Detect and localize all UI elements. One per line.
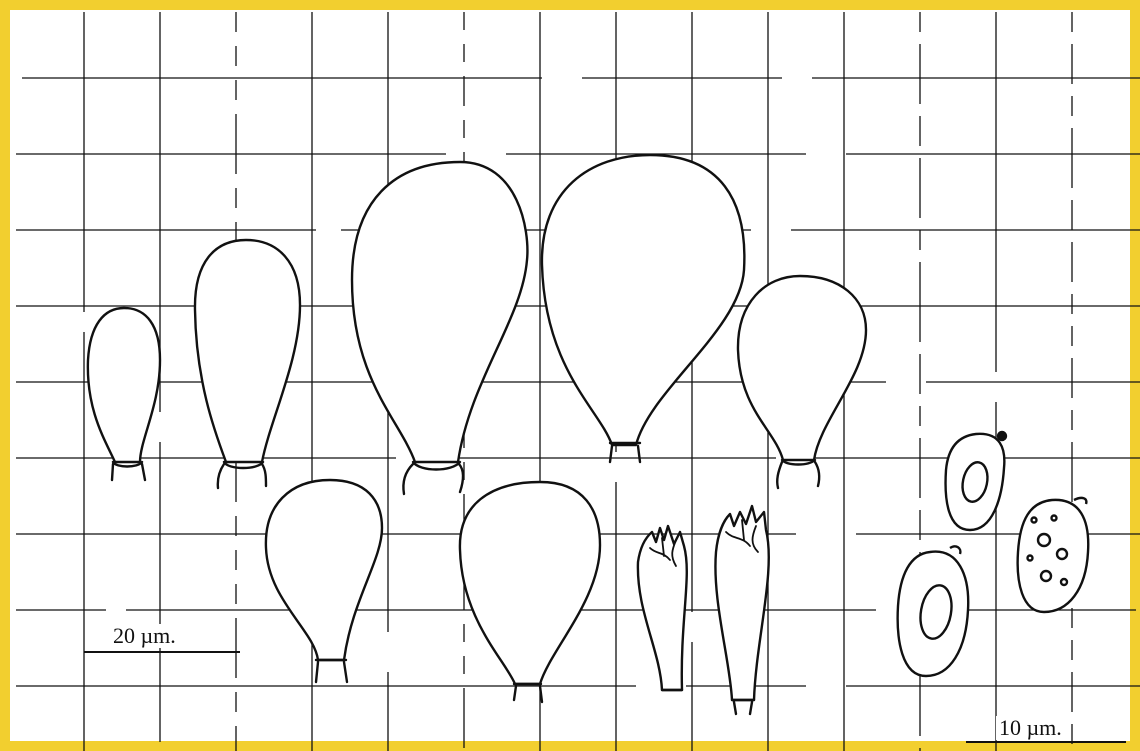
scale-bar-left-label: 20 µm. [110, 624, 179, 648]
scale-bar-right-label: 10 µm. [996, 716, 1065, 740]
